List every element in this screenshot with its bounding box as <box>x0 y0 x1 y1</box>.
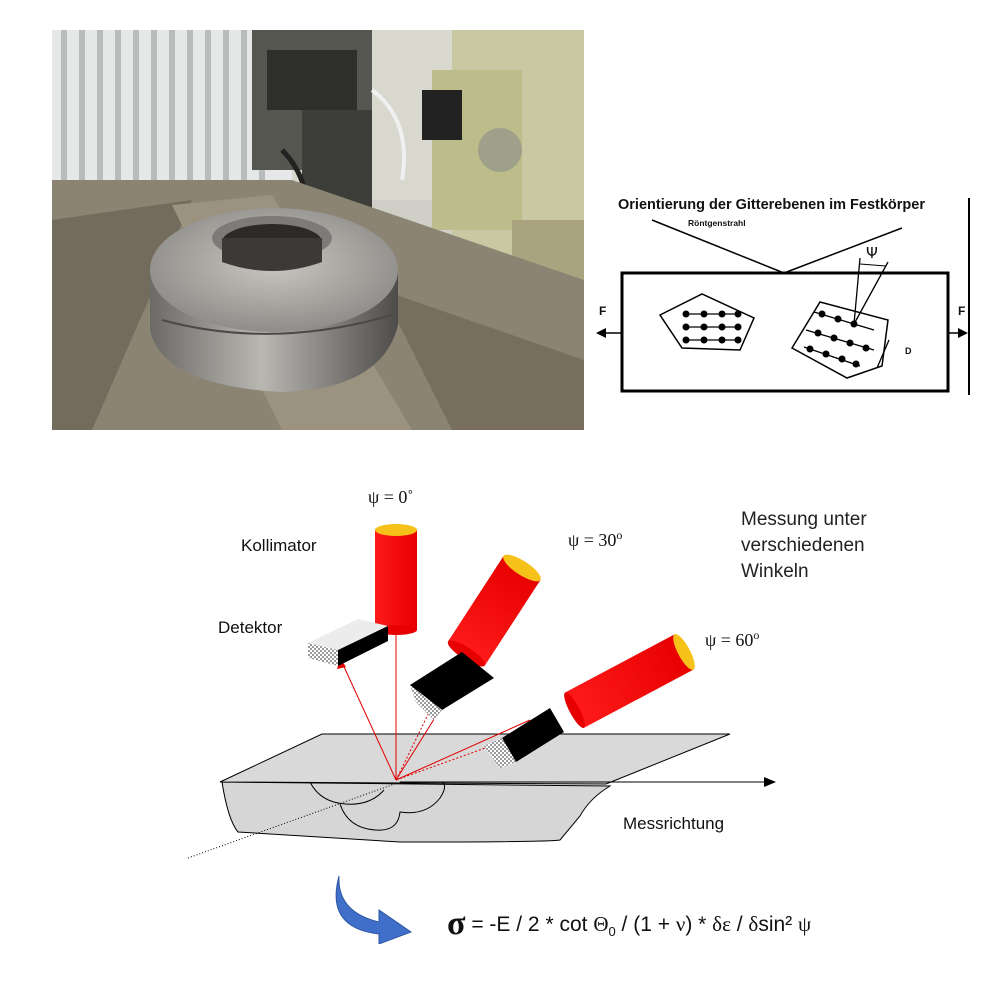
collimator-label: Kollimator <box>241 536 317 555</box>
lattice-orientation-schematic: Orientierung der Gitterebenen im Festkör… <box>592 190 992 405</box>
collimator-psi-0 <box>375 524 417 635</box>
xray-beam-in <box>651 219 785 274</box>
force-label-right: F <box>958 304 966 318</box>
measurement-note-line-3: Winkeln <box>741 561 809 582</box>
psi-symbol: Ψ <box>866 244 878 262</box>
psi-30-label: ψ = 30o <box>568 528 623 550</box>
wheel <box>150 208 398 392</box>
force-arrow-left <box>596 328 622 338</box>
xray-rays <box>339 632 531 781</box>
spacing-label: D <box>905 346 912 356</box>
psi-60-label: ψ = 60o <box>705 628 760 650</box>
curved-arrow-icon <box>335 875 413 944</box>
measurement-axis <box>187 777 776 859</box>
specimen <box>219 733 731 843</box>
force-label-left: F <box>599 304 607 318</box>
sigma-symbol: σ <box>447 905 466 942</box>
stress-formula: σ = -E / 2 * cot Θ0 / (1 + ν) * δε / δsi… <box>447 905 812 942</box>
psi-0-label: ψ = 0˚ <box>368 487 414 507</box>
detector-label: Detektor <box>218 618 283 637</box>
grain-unstressed <box>658 293 755 351</box>
detector-psi-0 <box>308 619 388 666</box>
xray-measurement-diagram <box>187 524 776 859</box>
detector-psi-30 <box>410 652 494 720</box>
schematic-title: Orientierung der Gitterebenen im Festkör… <box>618 197 925 213</box>
collimator-psi-30 <box>447 554 541 667</box>
measurement-note: Messung unter verschiedenen Winkeln <box>741 507 867 585</box>
measurement-note-line-1: Messung unter <box>741 509 867 530</box>
wheel-measurement-photo <box>52 30 584 430</box>
xray-beam-out <box>783 227 903 274</box>
collimator-psi-60 <box>564 634 695 729</box>
grain-stressed <box>790 257 890 379</box>
beam-label: Röntgenstrahl <box>688 218 746 228</box>
detector-psi-60 <box>484 708 564 768</box>
force-arrow-right <box>948 328 968 338</box>
measurement-direction-label: Messrichtung <box>623 814 725 833</box>
measurement-note-line-2: verschiedenen <box>741 535 865 556</box>
